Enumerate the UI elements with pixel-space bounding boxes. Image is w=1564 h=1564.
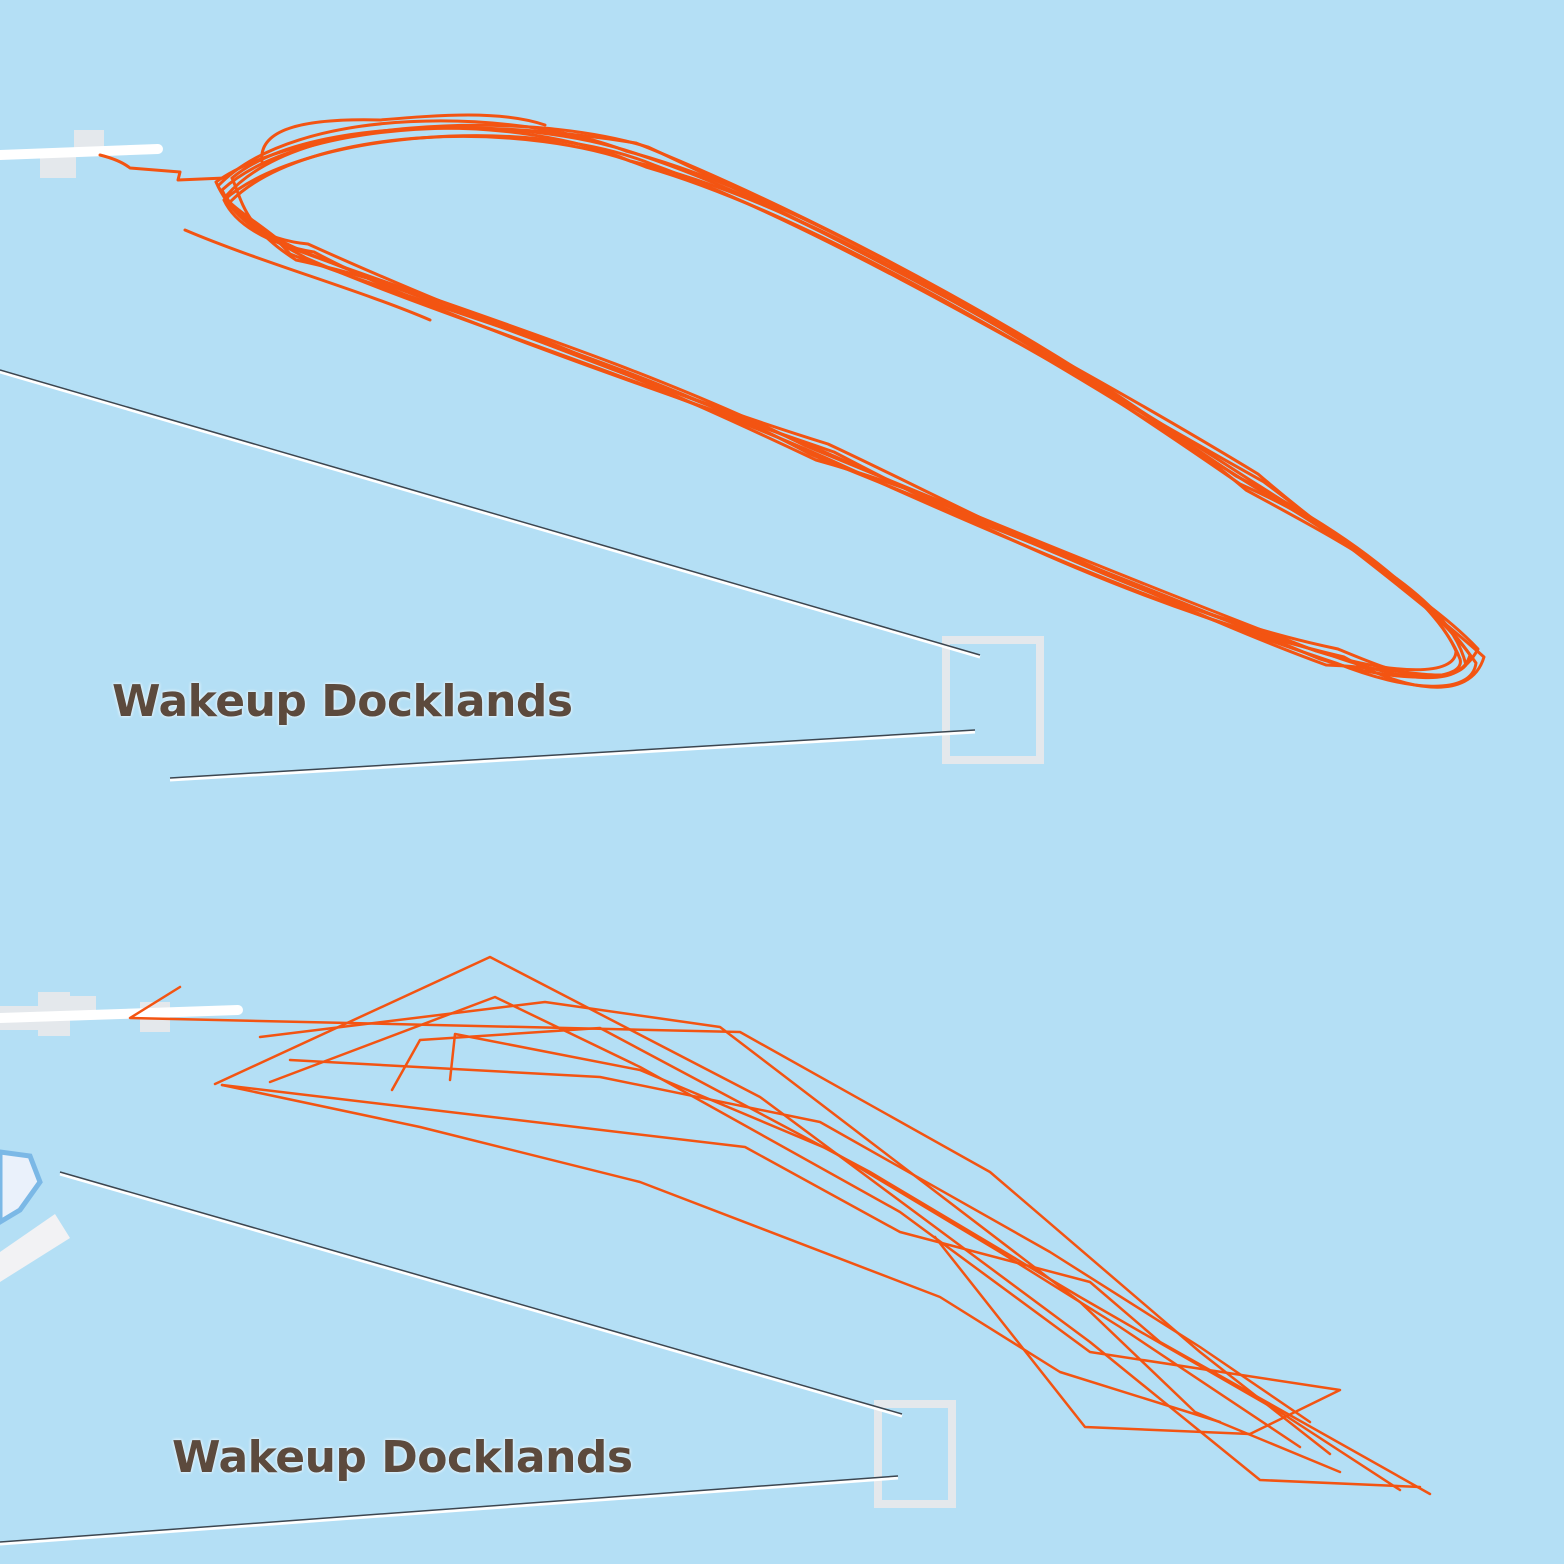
track-lap (448, 1032, 1302, 1449)
pier (0, 992, 243, 1036)
ski-cable (0, 369, 981, 782)
map-canvas-bottom[interactable] (0, 782, 1564, 1564)
place-label-wakeup-docklands: Wakeup Docklands (172, 1432, 633, 1483)
place-label-wakeup-docklands: Wakeup Docklands (112, 676, 573, 727)
track-lap (220, 1083, 1222, 1424)
pier (0, 130, 163, 178)
track-lap (220, 1083, 1432, 1496)
track-lap (222, 134, 1486, 689)
gps-track-bottom (128, 955, 1432, 1496)
ski-cable (0, 1171, 903, 1546)
track-lap (288, 1058, 1312, 1424)
track-lap (98, 153, 227, 182)
track-lap (214, 123, 1480, 679)
map-panel-top[interactable]: Wakeup Docklands (0, 0, 1564, 782)
gps-track-top (98, 113, 1486, 689)
track-lap (390, 1026, 1402, 1492)
track-lap (183, 228, 432, 322)
map-panel-bottom[interactable]: Wakeup Docklands (0, 782, 1564, 1564)
shore-building (0, 1149, 70, 1282)
track-lap (216, 119, 1458, 672)
track-lap (220, 126, 1472, 680)
track-lap (230, 126, 1468, 677)
track-lap (258, 1000, 1342, 1474)
track-lap (213, 955, 1422, 1489)
cable-tower (874, 1400, 956, 1508)
track-lap (268, 995, 1342, 1436)
track-lap (228, 134, 1478, 688)
cable-tower (942, 636, 1044, 764)
map-canvas-top[interactable] (0, 0, 1564, 782)
track-lap (224, 126, 1462, 679)
track-lap (128, 985, 1332, 1456)
track-lap (260, 113, 547, 164)
